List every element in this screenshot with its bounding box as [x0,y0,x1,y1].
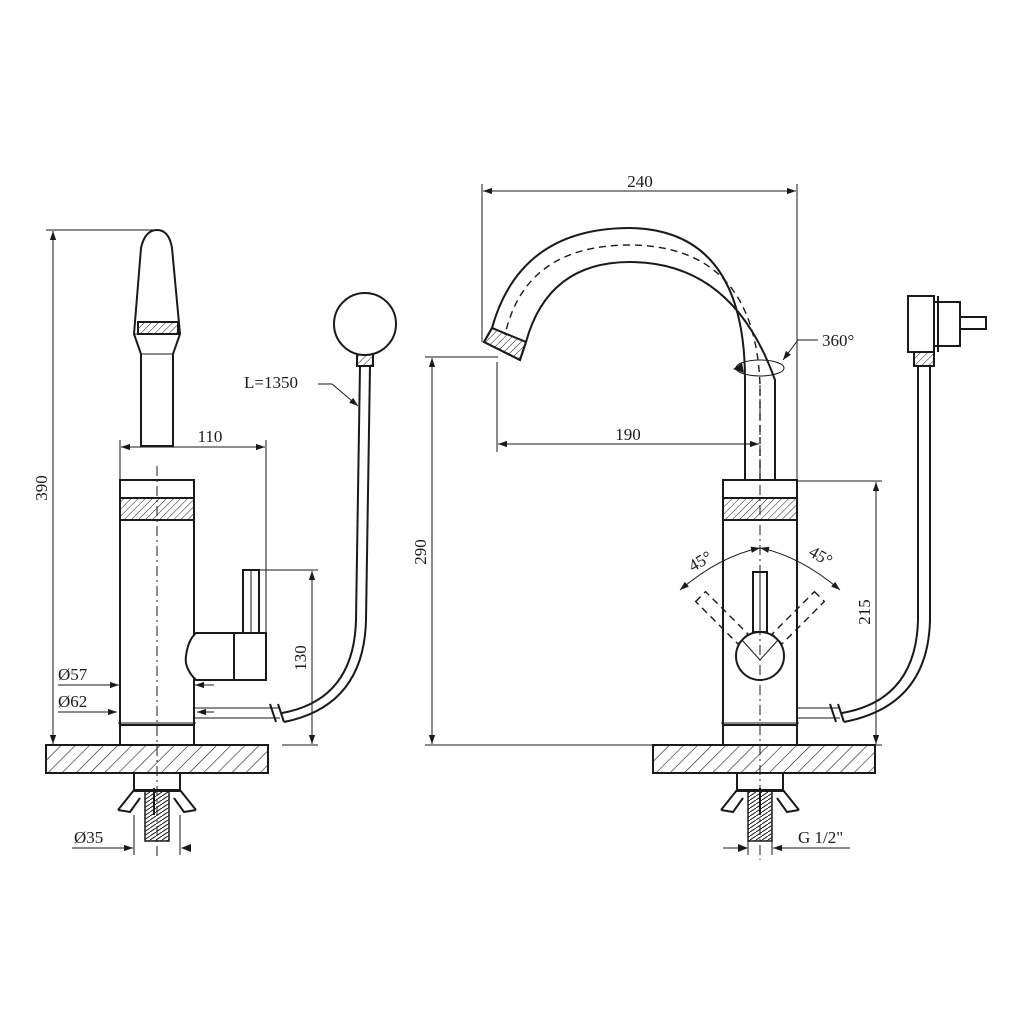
dim-height-390: 390 [32,475,51,501]
dim-reach-110: 110 [198,427,223,446]
side-lever-block [233,632,267,681]
dim-thread-g12: G 1/2" [798,828,843,847]
side-cable [281,365,361,714]
front-plug-body [907,295,935,353]
front-plug-pin [959,316,987,330]
dim-base-dia-62: Ø62 [58,692,87,711]
swivel-360-label: 360° [822,331,854,350]
side-lever-hub [184,632,235,681]
side-view: 390 110 L=1350 130 Ø57 Ø62 Ø35 [32,228,397,860]
side-spout [132,228,182,447]
dim-body-dia-57: Ø57 [58,665,88,684]
dim-lever-130: 130 [291,645,310,671]
lever-angle-right: 45° [806,542,836,570]
front-view: 45° 45° 360° 240 190 [411,172,987,860]
lever-angle-left: 45° [685,547,715,575]
cable-length-label: L=1350 [244,373,298,392]
dim-width-240: 240 [627,172,653,191]
side-plug-ball [333,292,397,356]
dim-lever-215: 215 [855,599,874,625]
dim-spout-190: 190 [615,425,641,444]
front-cable [841,366,919,714]
front-plug-head [933,301,961,347]
dim-height-290: 290 [411,539,430,565]
dim-shank-dia-35: Ø35 [74,828,103,847]
countertop-right [652,744,876,774]
